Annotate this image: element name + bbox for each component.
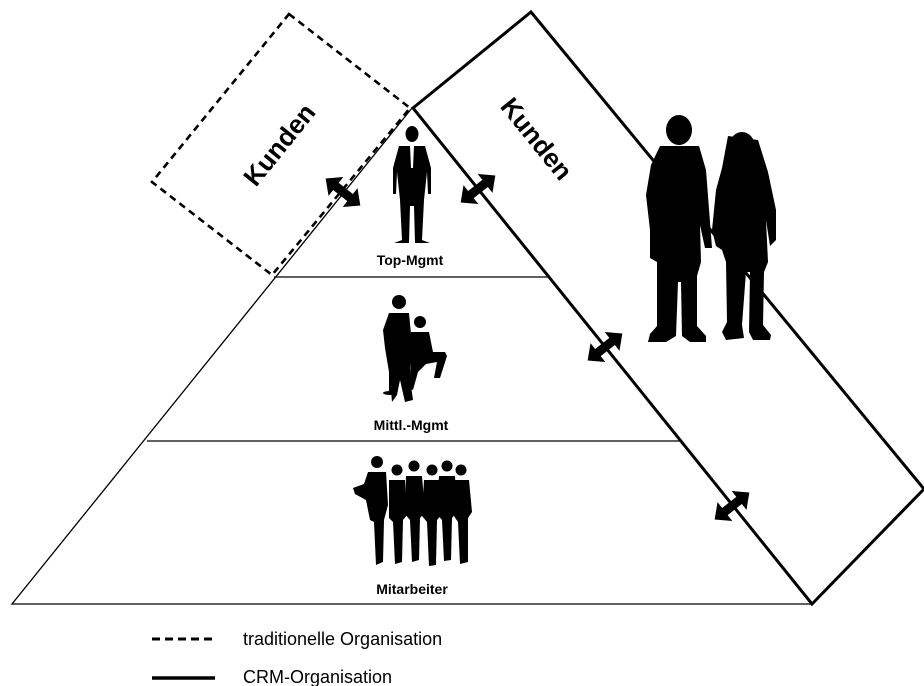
middle-management-icon	[383, 295, 447, 402]
legend-crm-label: CRM-Organisation	[243, 667, 392, 686]
legend: traditionelle Organisation CRM-Organisat…	[152, 629, 442, 686]
traditional-customer-box: Kunden	[150, 12, 412, 277]
top-manager-icon	[393, 126, 431, 243]
legend-traditional-label: traditionelle Organisation	[243, 629, 442, 649]
traditional-customer-label: Kunden	[237, 98, 321, 192]
staff-group-icon	[353, 456, 472, 566]
double-arrow-icon	[318, 168, 368, 216]
double-arrow-icon	[580, 323, 630, 371]
level-label-staff: Mitarbeiter	[376, 581, 448, 597]
double-arrow-icon	[707, 482, 757, 530]
customers-icon	[646, 115, 776, 342]
double-arrow-icon	[453, 165, 503, 213]
crm-customer-label: Kunden	[495, 92, 579, 186]
level-label-top: Top-Mgmt	[377, 252, 444, 268]
level-label-middle: Mittl.-Mgmt	[374, 417, 449, 433]
